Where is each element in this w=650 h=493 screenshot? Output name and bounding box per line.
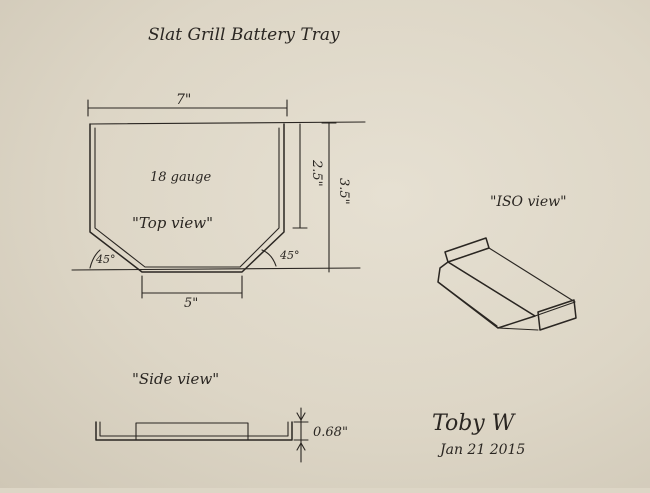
- side-profile-outer: [95, 421, 293, 441]
- iso-view: "ISO view": [437, 194, 577, 331]
- top-view: 7" 2.5" 3.5" 45° 45° 5" 18 gauge "Top vi…: [71, 92, 366, 311]
- signature-date: Jan 21 2015: [437, 442, 525, 458]
- angle-right-label: 45°: [279, 249, 300, 262]
- bottom-width-label: 5": [184, 296, 198, 311]
- signature-name: Toby W: [432, 411, 517, 436]
- drawing-title: Slat Grill Battery Tray: [148, 25, 340, 45]
- baseline: [71, 267, 361, 271]
- iso-view-label: "ISO view": [490, 194, 567, 210]
- iso-front-wall: [537, 299, 577, 331]
- inner-height-label: 2.5": [309, 159, 324, 187]
- side-height-label: 0.68": [313, 425, 348, 440]
- side-height-arrow-bottom: [296, 442, 306, 451]
- tray-inner-fold: [94, 127, 280, 268]
- iso-bottom-corner-edge: [497, 327, 539, 331]
- top-view-label: "Top view": [132, 214, 213, 232]
- material-label: 18 gauge: [150, 170, 211, 185]
- side-view: "Side view" 0.68": [95, 370, 348, 463]
- top-edge-line: [89, 121, 366, 125]
- side-view-label: "Side view": [132, 370, 219, 388]
- iso-side-bottom-edge: [437, 281, 498, 327]
- side-profile-wall: [135, 422, 249, 441]
- angle-arc-left: [89, 249, 101, 269]
- side-height-arrow-top: [296, 412, 306, 421]
- signature-block: Toby W Jan 21 2015: [432, 411, 525, 458]
- outer-height-label: 3.5": [336, 178, 351, 205]
- angle-arc-right: [261, 249, 277, 267]
- width-dimension-label: 7": [176, 92, 191, 108]
- tray-outline: [89, 123, 285, 273]
- angle-left-label: 45°: [95, 253, 116, 266]
- iso-side-wall: [437, 261, 536, 329]
- side-profile-inner: [99, 421, 289, 437]
